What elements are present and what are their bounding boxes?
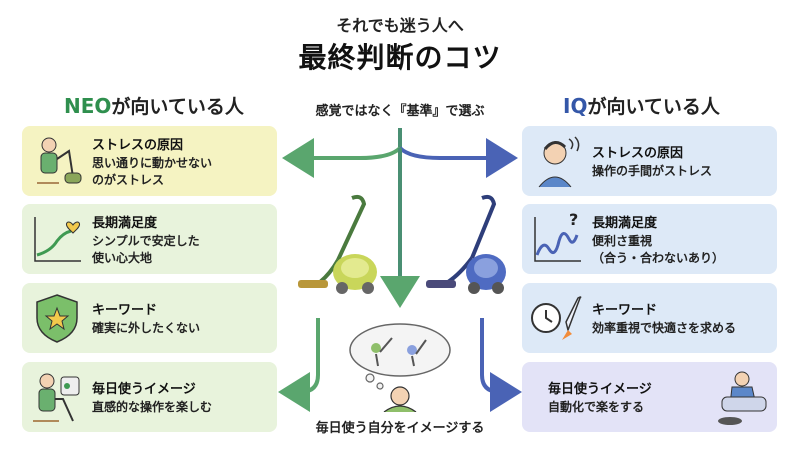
neo-card-satisfaction: 長期満足度 シンプルで安定した 使い心大地 <box>22 204 277 274</box>
neo-card-daily: 毎日使うイメージ 直感的な操作を楽しむ <box>22 362 277 432</box>
card-heading: ストレスの原因 <box>592 146 684 162</box>
card-body: 自動化で楽をする <box>548 400 645 415</box>
stressed-person-icon <box>522 126 592 196</box>
iq-card-satisfaction: ? 長期満足度 便利さ重視 （合う・合わないあり） <box>522 204 777 274</box>
neo-column-heading: NEOが向いている人 <box>64 92 244 119</box>
card-heading: 長期満足度 <box>592 215 658 231</box>
card-body: 直感的な操作を楽しむ <box>92 400 213 415</box>
card-heading: キーワード <box>592 303 658 319</box>
page-title: 最終判断のコツ <box>298 41 502 74</box>
arrow-to-iq-top <box>398 138 518 178</box>
center-bottom-label: 毎日使う自分をイメージする <box>315 421 485 436</box>
card-body: 確実に外したくない <box>92 321 201 336</box>
card-heading: ストレスの原因 <box>92 137 184 153</box>
card-body: 便利さ重視 （合う・合わないあり） <box>592 233 725 265</box>
card-body: 思い通りに動かせない のがストレス <box>92 155 213 187</box>
iq-card-keyword: キーワード 効率重視で快適さを求める <box>522 283 777 353</box>
card-heading: 毎日使うイメージ <box>92 382 196 398</box>
iq-canister-vacuum-icon <box>426 194 506 294</box>
neo-heading-accent: NEO <box>64 94 112 118</box>
svg-text:?: ? <box>569 211 578 229</box>
rising-line-heart-icon <box>22 204 92 274</box>
arrow-to-iq-bottom <box>480 318 522 412</box>
arrow-to-neo-bottom <box>278 318 320 412</box>
card-body: 効率重視で快適さを求める <box>592 321 737 336</box>
iq-column-heading: IQが向いている人 <box>563 92 720 119</box>
neo-canister-vacuum-icon <box>298 194 377 294</box>
wavy-line-question-icon: ? <box>522 204 592 274</box>
iq-card-stress: ストレスの原因 操作の手間がストレス <box>522 126 777 196</box>
card-body: 操作の手間がストレス <box>592 164 713 179</box>
person-handheld-vacuum-icon <box>22 362 92 432</box>
relaxing-robot-vacuum-icon <box>707 362 777 432</box>
card-heading: キーワード <box>92 303 158 319</box>
clock-rocket-icon <box>522 283 592 353</box>
neo-card-keyword: キーワード 確実に外したくない <box>22 283 277 353</box>
neo-card-stress: ストレスの原因 思い通りに動かせない のがストレス <box>22 126 277 196</box>
card-heading: 毎日使うイメージ <box>548 382 652 398</box>
shield-star-icon <box>22 283 92 353</box>
person-vacuuming-icon <box>22 126 92 196</box>
iq-card-daily: 毎日使うイメージ 自動化で楽をする <box>522 362 777 432</box>
arrow-to-neo-top <box>282 138 402 178</box>
card-body: シンプルで安定した 使い心大地 <box>92 233 200 265</box>
page-subtitle: それでも迷う人へ <box>336 16 464 35</box>
iq-heading-accent: IQ <box>563 94 588 118</box>
iq-heading-text: が向いている人 <box>587 96 720 118</box>
center-top-label: 感覚ではなく『基準』で選ぶ <box>315 104 485 119</box>
neo-heading-text: が向いている人 <box>111 96 244 118</box>
card-heading: 長期満足度 <box>92 215 158 231</box>
imagining-person-icon <box>349 323 451 412</box>
